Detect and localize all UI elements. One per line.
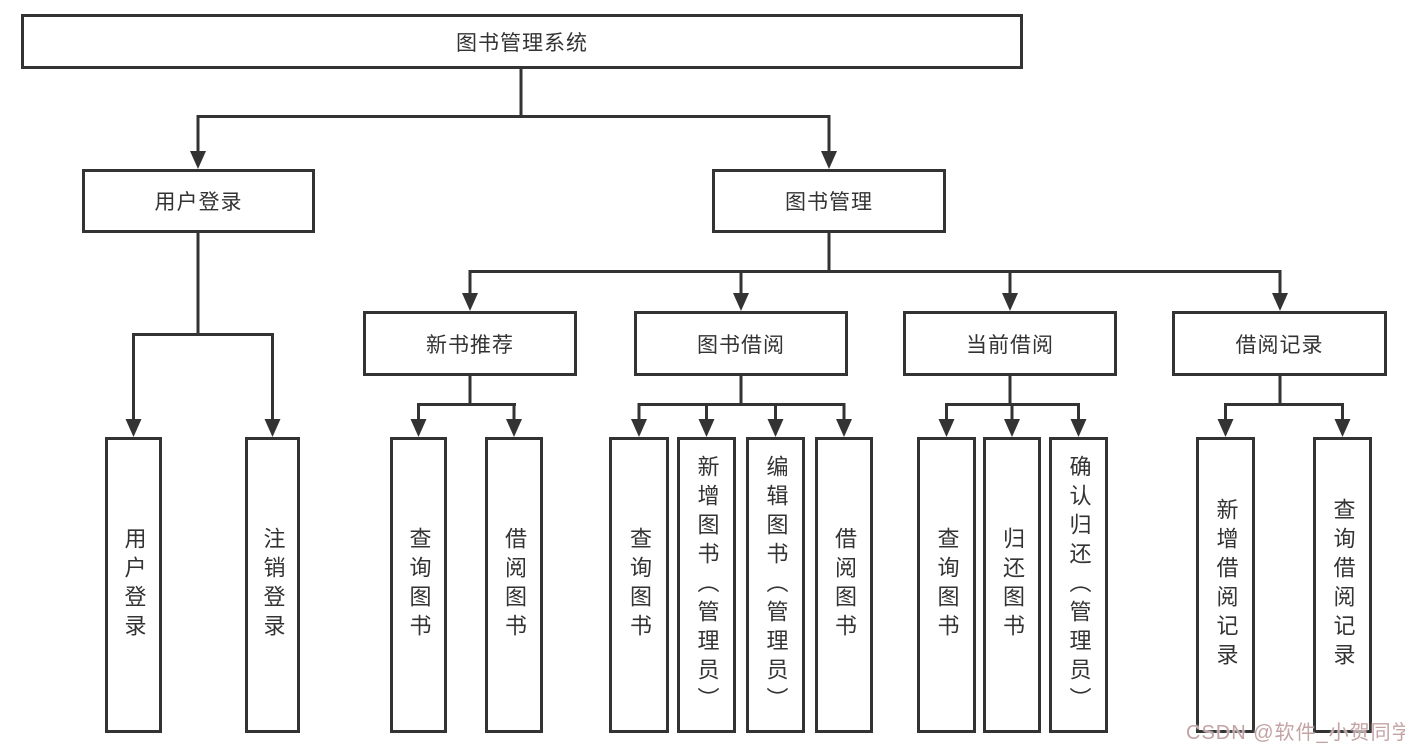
leaf-current-return-book: 归还图书 bbox=[983, 437, 1041, 733]
node-book-borrow: 图书借阅 bbox=[634, 311, 848, 376]
leaf-label: 注销登录 bbox=[260, 527, 286, 643]
leaf-record-query-borrow-record: 查询借阅记录 bbox=[1313, 437, 1372, 733]
leaf-record-add-borrow-record: 新增借阅记录 bbox=[1196, 437, 1255, 733]
leaf-user-login: 用户登录 bbox=[105, 437, 162, 733]
leaf-label: 归还图书 bbox=[1000, 527, 1025, 643]
connector-currentborrow-to-leaves bbox=[938, 376, 1087, 437]
leaf-label: 确认归还（管理员） bbox=[1066, 454, 1092, 716]
connector-bookmgmt-to-level3 bbox=[462, 233, 1288, 311]
leaf-current-query-book: 查询图书 bbox=[917, 437, 976, 733]
leaf-label: 借阅图书 bbox=[832, 527, 857, 643]
leaf-label: 新增借阅记录 bbox=[1213, 498, 1239, 672]
leaf-borrow-edit-book-admin: 编辑图书（管理员） bbox=[746, 437, 805, 733]
connector-userlogin-to-leaves bbox=[125, 233, 281, 437]
leaf-label: 查询图书 bbox=[627, 527, 652, 643]
leaf-label: 查询借阅记录 bbox=[1330, 498, 1356, 672]
node-book-management: 图书管理 bbox=[712, 169, 946, 233]
node-borrow-records: 借阅记录 bbox=[1172, 311, 1387, 376]
leaf-rec-borrow-book: 借阅图书 bbox=[485, 437, 543, 733]
leaf-label: 编辑图书（管理员） bbox=[763, 454, 789, 716]
leaf-label: 查询图书 bbox=[406, 527, 432, 643]
leaf-borrow-query-book: 查询图书 bbox=[609, 437, 669, 733]
leaf-borrow-add-book-admin: 新增图书（管理员） bbox=[677, 437, 736, 733]
leaf-label: 借阅图书 bbox=[502, 527, 527, 643]
leaf-label: 用户登录 bbox=[121, 527, 147, 643]
connector-borrowrecord-to-leaves bbox=[1217, 376, 1351, 437]
leaf-rec-query-book: 查询图书 bbox=[390, 437, 447, 733]
node-library-management-system: 图书管理系统 bbox=[21, 14, 1023, 69]
node-new-book-recommend: 新书推荐 bbox=[363, 311, 577, 376]
leaf-current-confirm-return-admin: 确认归还（管理员） bbox=[1049, 437, 1108, 733]
connector-bookborrow-to-leaves bbox=[631, 376, 852, 437]
csdn-watermark: CSDN @软件_小贺同学 bbox=[1186, 722, 1405, 744]
connector-root-to-level2 bbox=[190, 69, 837, 169]
node-current-borrow: 当前借阅 bbox=[903, 311, 1117, 376]
connector-newbookrec-to-leaves bbox=[410, 376, 522, 437]
leaf-label: 查询图书 bbox=[934, 527, 960, 643]
leaf-borrow-borrow-book: 借阅图书 bbox=[815, 437, 873, 733]
leaf-label: 新增图书（管理员） bbox=[694, 454, 720, 716]
leaf-logout-login: 注销登录 bbox=[245, 437, 300, 733]
node-user-login: 用户登录 bbox=[82, 169, 315, 233]
